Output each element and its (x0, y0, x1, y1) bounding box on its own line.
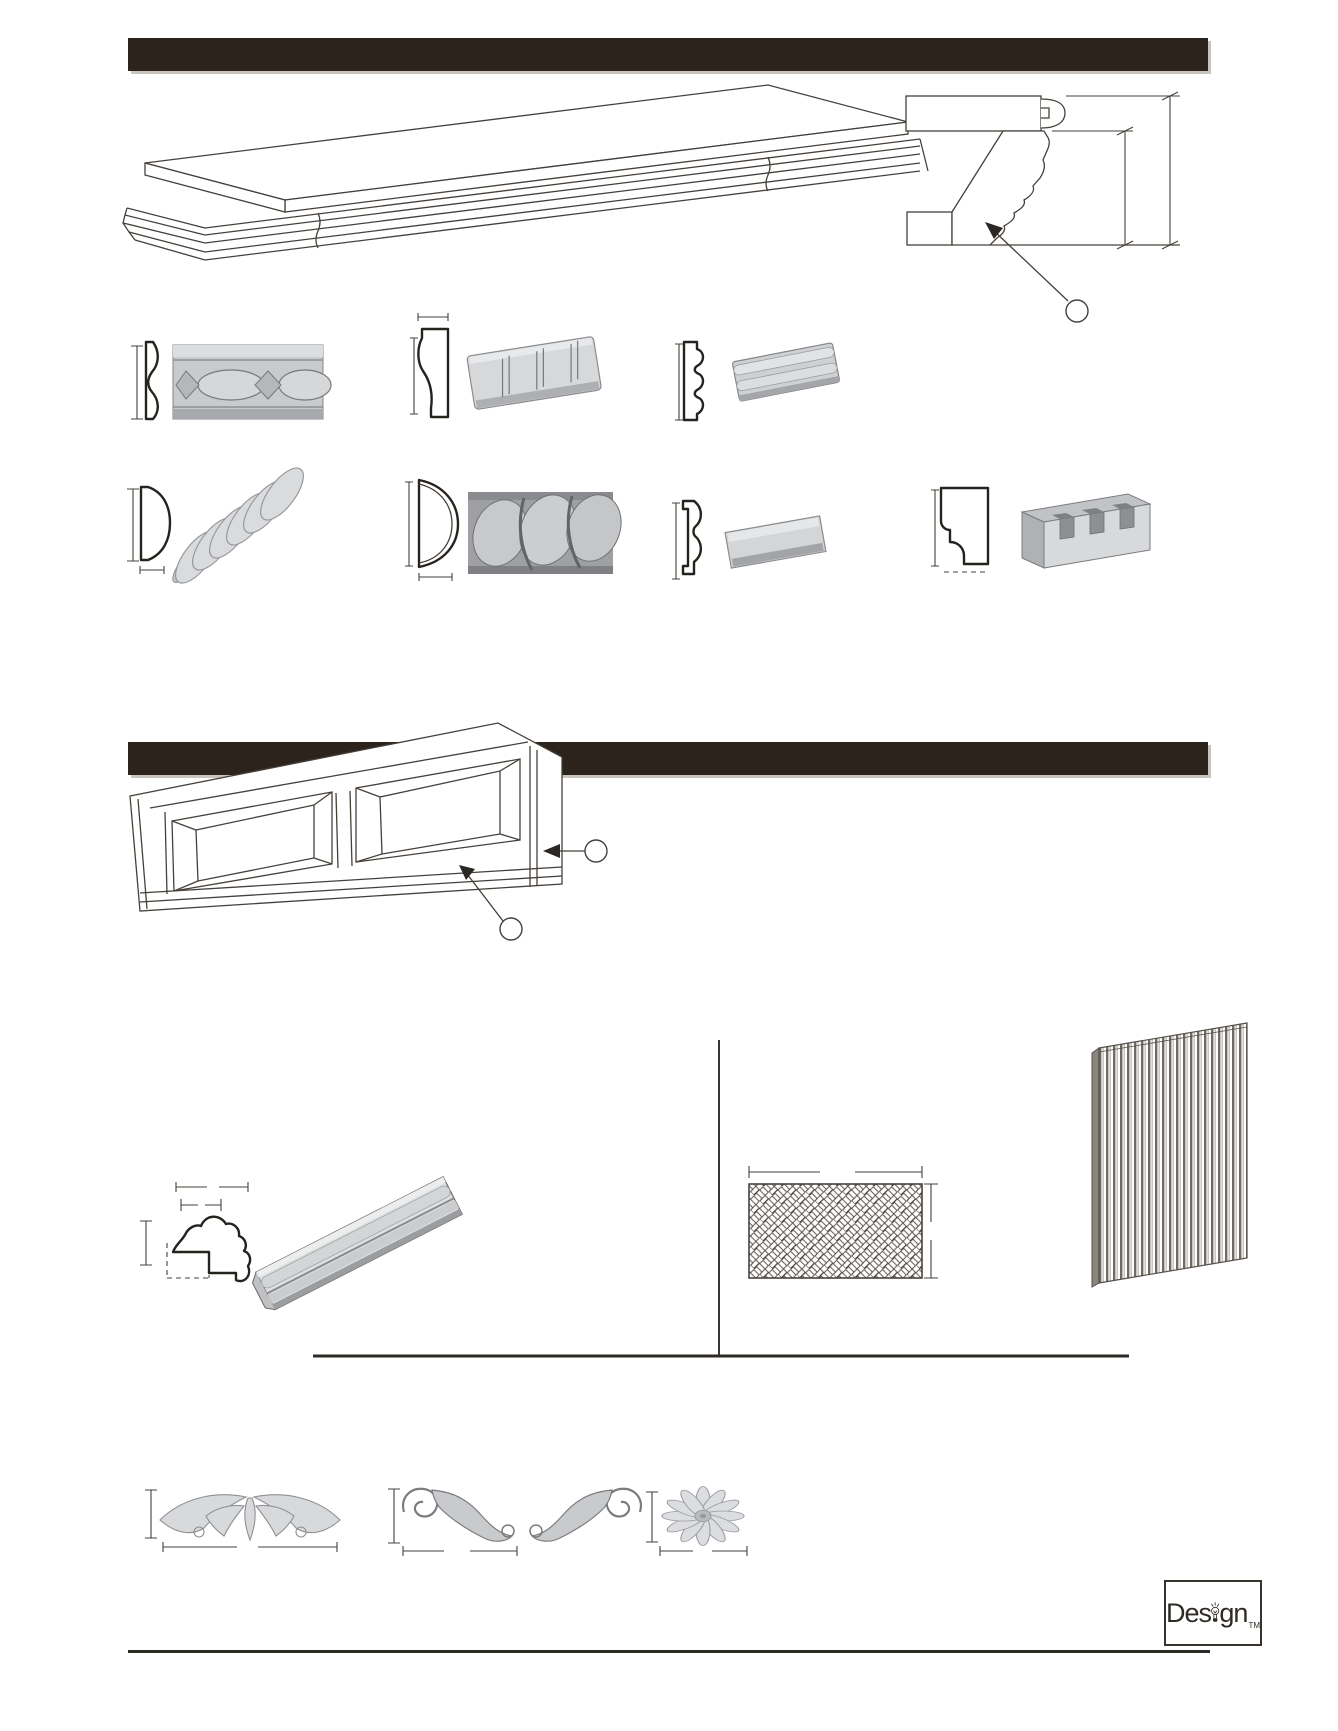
panel-cross-section-figure (748, 1166, 938, 1279)
wainscot-panel-callout-circle (499, 917, 523, 941)
molding-render-sample (724, 515, 827, 569)
bead-molding-item (672, 499, 827, 580)
logo-trademark: TM (1248, 1621, 1260, 1630)
logo-text-part1: Des (1166, 1597, 1212, 1628)
molding-photo-sample (172, 344, 332, 420)
panel-mould-item (140, 1176, 463, 1311)
molding-render-sample (466, 336, 602, 410)
fluted-molding-item (410, 313, 602, 419)
molding-photo-sample (468, 492, 622, 574)
page-bottom-rule (128, 1650, 1210, 1653)
molding-render-sample (1020, 493, 1152, 569)
molding-profile-drawing (939, 486, 990, 566)
molding-profile-drawing (144, 340, 159, 421)
wainscot-frame-callout-circle (584, 839, 608, 863)
rope-molding-large-item (405, 478, 622, 581)
molding-render-sample (172, 467, 304, 584)
molding-profile-drawing (171, 1215, 252, 1283)
molding-profile-drawing (417, 478, 460, 569)
logo-text-part2: gn (1219, 1597, 1248, 1628)
molding-profile-drawing (139, 485, 172, 562)
section-header-bar-1 (128, 38, 1208, 71)
molding-profile-drawing (681, 499, 703, 576)
mantel-shelf-perspective-figure (122, 84, 929, 261)
design-logo-box: Des gn TM (1164, 1580, 1262, 1646)
lightbulb-icon (1211, 1602, 1220, 1622)
cross-section-callout-circle (1065, 299, 1089, 323)
acanthus-leaf-applique-figure (145, 1489, 341, 1552)
double-bead-molding-item (675, 340, 840, 422)
rope-molding-small-item (127, 467, 304, 584)
molding-profile-drawing (417, 327, 450, 419)
shelf-cross-section-figure (905, 91, 1180, 323)
carved-molding-item (131, 340, 332, 421)
rosette-applique-figure (646, 1486, 748, 1556)
dentil-molding-item (931, 486, 1152, 573)
molding-render-sample (251, 1176, 463, 1311)
wainscot-panel-figure (129, 722, 608, 941)
molding-render-sample (732, 342, 840, 402)
beadboard-panel-figure (1091, 1022, 1248, 1288)
scroll-pair-applique-figure (388, 1487, 642, 1556)
molding-profile-drawing (682, 340, 705, 422)
